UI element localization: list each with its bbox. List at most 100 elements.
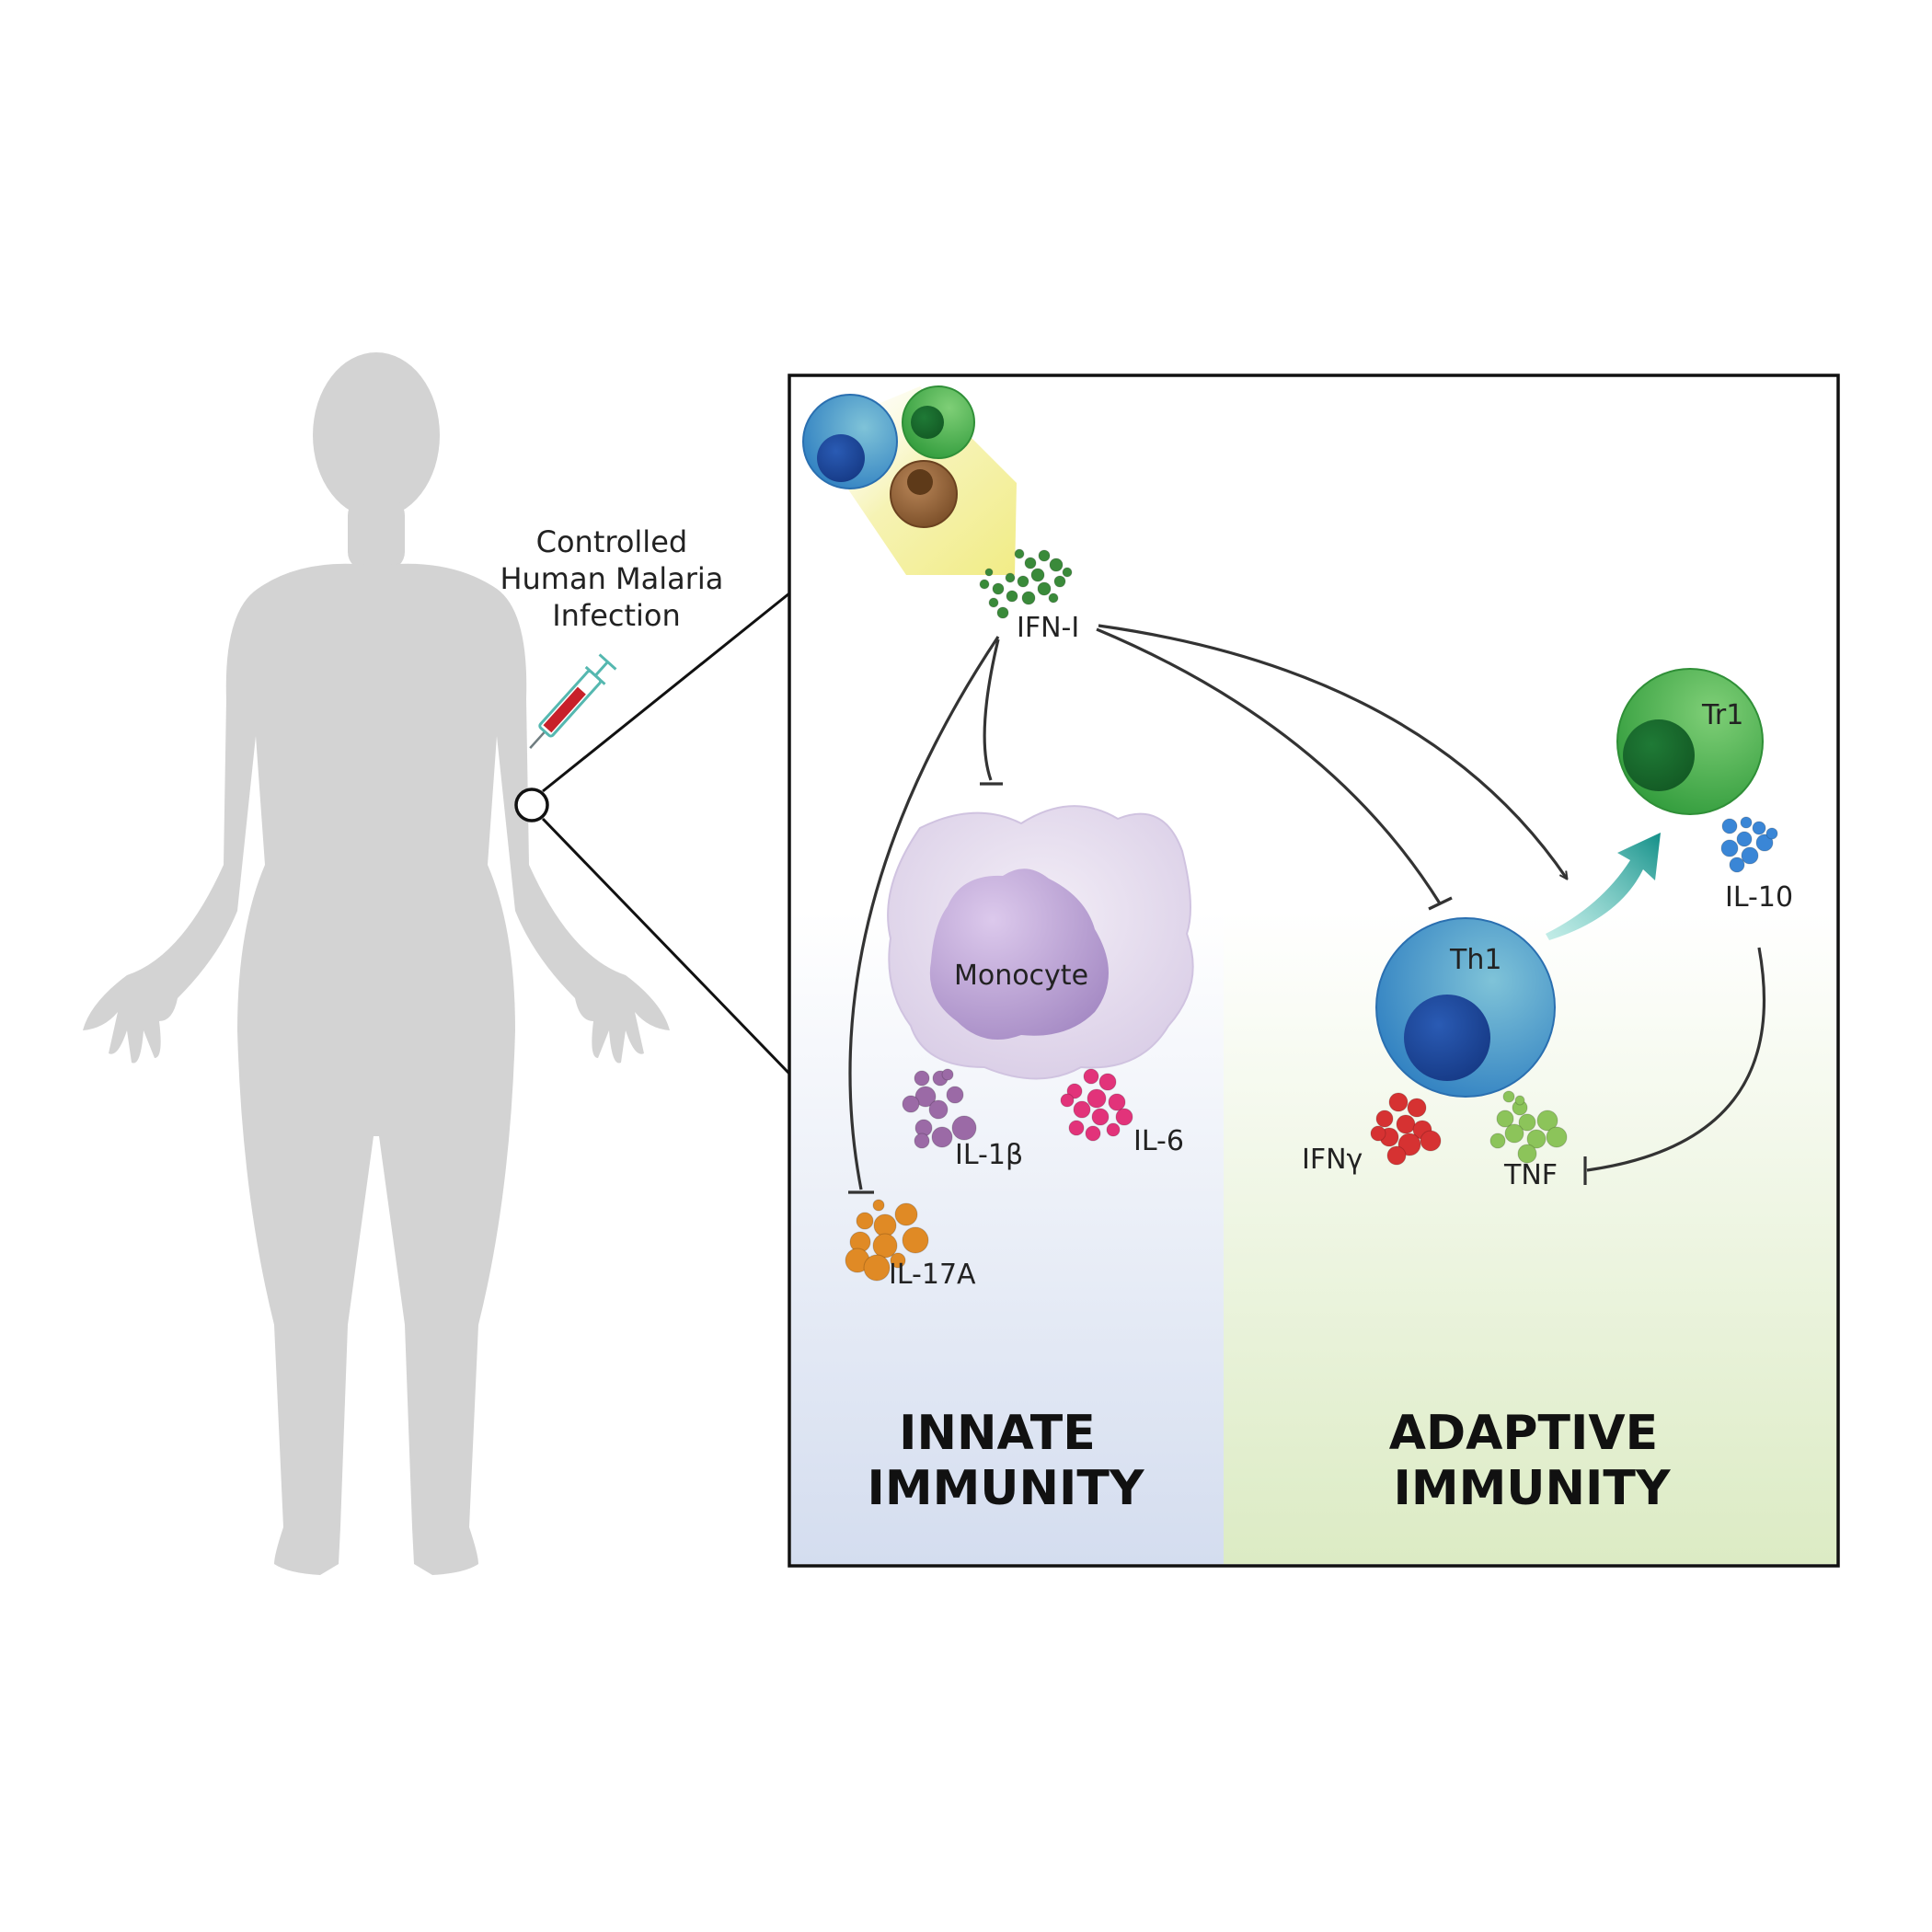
cytokine-particle [1083, 1068, 1099, 1085]
cytokine-particle [984, 568, 994, 577]
cytokine-particle [928, 1099, 949, 1120]
cytokine-particle [1106, 1122, 1121, 1137]
green-source-nucleus [911, 406, 944, 439]
ifn-inhibits-th1 [1096, 627, 1442, 904]
cytokine-particle [1021, 591, 1036, 605]
cytokine-particle [1108, 1093, 1126, 1111]
cytokine-particle [1017, 575, 1029, 588]
cytokine-particle [1765, 827, 1778, 840]
tr1-nucleus [1623, 719, 1695, 791]
cytokine-particle [1048, 592, 1059, 604]
cytokine-particle [1546, 1126, 1568, 1148]
ifn-inhibits-th1-bar [1428, 896, 1453, 911]
adaptive-heading-line-1: ADAPTIVE [1389, 1406, 1658, 1461]
cytokine-particle [1068, 1120, 1085, 1136]
cytokine-particle [1038, 549, 1051, 562]
cytokine-particle [988, 597, 999, 608]
cytokine-particle [914, 1133, 930, 1149]
cytokine-particle [1053, 575, 1066, 588]
cytokine-particle [1030, 568, 1045, 582]
cytokine-particle [1752, 821, 1766, 835]
il-17a-particles [845, 1199, 929, 1282]
cytokine-particle [946, 1086, 964, 1104]
cytokine-particle [1720, 839, 1739, 857]
cytokine-particle [1037, 581, 1052, 596]
panel-border [788, 374, 1840, 1568]
infection-caption-line-3: Infection [552, 598, 681, 633]
ifn-i-particles [979, 548, 1073, 619]
syringe-icon [529, 653, 617, 749]
zoom-circle [514, 788, 549, 822]
innate-heading-line-2: IMMUNITY [867, 1461, 1144, 1516]
cytokine-particle [1386, 1145, 1407, 1166]
cytokine-particle [872, 1199, 885, 1212]
tnf-label: TNF [1503, 1159, 1558, 1191]
monocyte-cell: Monocyte [887, 805, 1194, 1080]
tr1-label: Tr1 [1701, 699, 1743, 731]
il-10-label: IL-10 [1725, 881, 1793, 914]
ifn-inhibits-monocyte [983, 638, 1000, 781]
il-6-label: IL-6 [1133, 1125, 1184, 1157]
cytokine-particle [1087, 1088, 1107, 1109]
ifng-label: IFNγ [1302, 1144, 1363, 1176]
tr1-cell: Tr1 [1616, 668, 1764, 815]
cytokine-particle [1006, 590, 1018, 603]
il-6-particles [1060, 1068, 1133, 1142]
cytokine-particle [1066, 1083, 1083, 1099]
il-1b-particles [902, 1068, 977, 1149]
il-10-particles [1720, 816, 1778, 873]
cytokine-particle [1073, 1100, 1091, 1119]
cytokine-particle [931, 1126, 953, 1148]
cytokine-particle [890, 1252, 906, 1269]
monocyte-label: Monocyte [954, 960, 1088, 992]
cytokine-particle [1060, 1093, 1075, 1108]
cytokine-particle [1502, 1090, 1515, 1103]
cytokine-particle [1721, 818, 1738, 834]
ifn-source-cells [802, 385, 975, 528]
cytokine-particle [894, 1202, 918, 1226]
cytokine-particle [1115, 1108, 1133, 1126]
infection-caption-line-1: Controlled [536, 524, 688, 559]
cytokine-particle [1014, 548, 1025, 559]
cytokine-particle [863, 1254, 891, 1282]
cytokine-particle [1514, 1095, 1525, 1106]
ifn-promotes-tr1 [1098, 624, 1567, 879]
cytokine-particle [1741, 846, 1759, 865]
cytokine-particle [1420, 1130, 1442, 1152]
cytokine-particle [951, 1115, 977, 1141]
cytokine-particle [872, 1233, 898, 1259]
cytokine-particle [941, 1068, 954, 1081]
ifng-particles [1370, 1092, 1442, 1166]
infection-caption-line-2: Human Malaria [500, 561, 723, 596]
innate-heading-line-1: INNATE [899, 1406, 1096, 1461]
adaptive-heading: ADAPTIVE IMMUNITY [1389, 1406, 1674, 1516]
innate-heading: INNATE IMMUNITY [867, 1406, 1144, 1516]
il10-inhibits-tnf [1586, 947, 1766, 1172]
cytokine-particle [914, 1070, 930, 1087]
cytokine-particle [1049, 558, 1064, 572]
cytokine-particle [1489, 1133, 1506, 1149]
cytokine-particle [1518, 1113, 1536, 1132]
ifn-inhibits-il17a [848, 636, 1000, 1190]
cytokine-particle [1504, 1123, 1524, 1144]
cytokine-particle [1396, 1114, 1416, 1134]
tnf-particles [1489, 1090, 1568, 1164]
cytokine-particle [1729, 857, 1745, 873]
blue-source-nucleus [817, 434, 865, 482]
cytokine-particle [1062, 567, 1073, 578]
infection-caption: Controlled Human Malaria Infection [500, 524, 732, 633]
cytokine-particle [1740, 816, 1753, 829]
cytokine-particle [1098, 1073, 1117, 1091]
regulation-arrows [848, 624, 1766, 1194]
cytokine-particle [902, 1095, 920, 1113]
cytokine-particle [979, 579, 990, 590]
cytokine-particle [1370, 1125, 1386, 1142]
cytokine-particle [1375, 1110, 1394, 1128]
ifn-i-label: IFN-I [1017, 612, 1079, 644]
cytokine-particle [1407, 1098, 1427, 1118]
brown-source-nucleus [907, 469, 933, 495]
th1-label: Th1 [1449, 944, 1501, 976]
cytokine-particle [992, 582, 1005, 595]
cytokine-particle [1736, 831, 1753, 847]
